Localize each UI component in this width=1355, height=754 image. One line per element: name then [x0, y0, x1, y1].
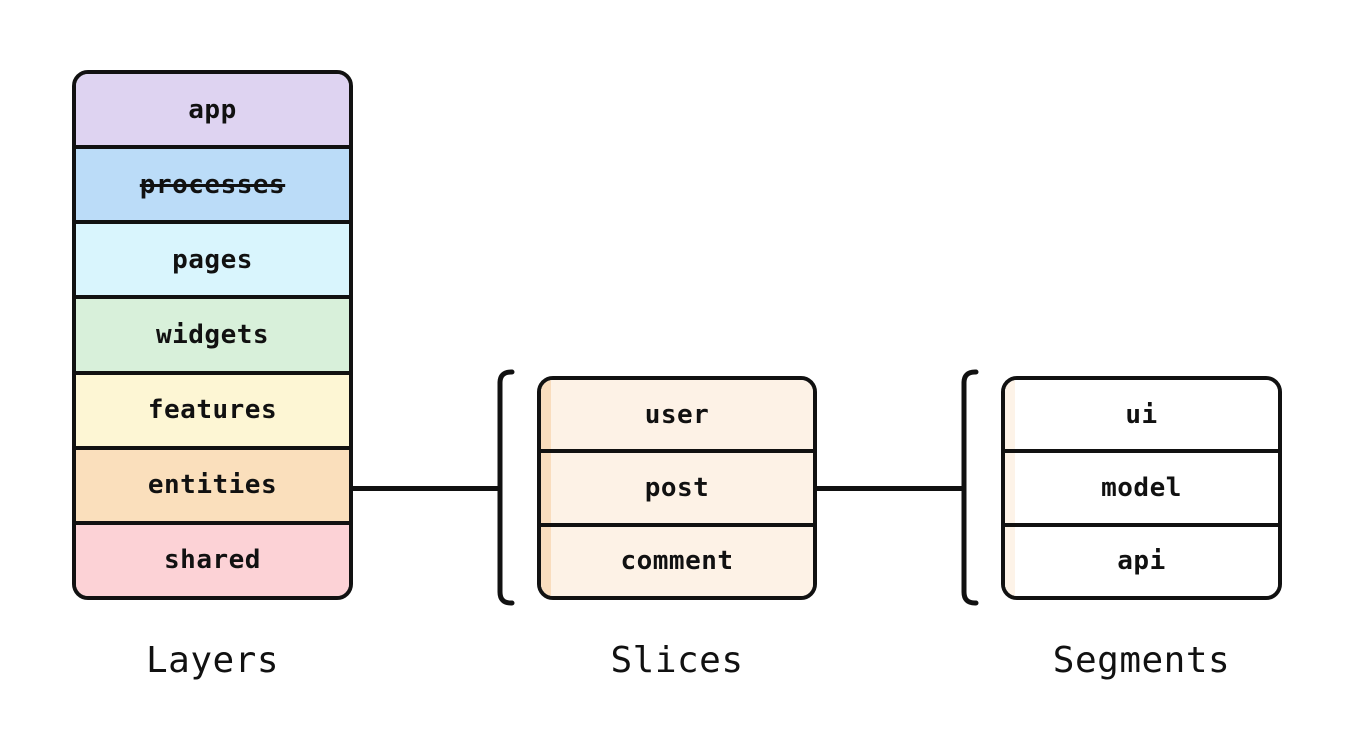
layer-label-entities: entities	[147, 470, 278, 501]
layers-stack: app processes pages widgets features ent…	[72, 70, 353, 600]
layer-row-widgets: widgets	[76, 295, 349, 371]
slice-row-accent-strip	[541, 526, 551, 596]
connector-line-entities-to-slices	[351, 486, 502, 491]
slice-row-accent-strip	[541, 453, 551, 523]
segment-row-accent-strip	[1005, 453, 1015, 523]
slice-row-post: post	[541, 449, 813, 523]
slices-caption: Slices	[610, 640, 744, 681]
slice-row-accent-strip	[541, 380, 551, 450]
segment-row-model: model	[1005, 449, 1278, 523]
layers-caption: Layers	[145, 640, 280, 681]
bracket-icon	[961, 369, 979, 606]
connector-line-slices-to-segments	[815, 486, 966, 491]
layer-row-app: app	[76, 74, 349, 146]
slice-label-post: post	[644, 472, 710, 503]
layer-row-pages: pages	[76, 220, 349, 296]
layer-label-features: features	[147, 395, 278, 426]
layer-label-shared: shared	[164, 545, 261, 576]
segment-row-ui: ui	[1005, 380, 1278, 450]
slice-label-user: user	[644, 399, 710, 430]
layer-label-widgets: widgets	[155, 319, 270, 350]
segment-row-accent-strip	[1005, 380, 1015, 450]
layer-row-entities: entities	[76, 445, 349, 521]
segment-label-model: model	[1101, 472, 1182, 503]
segment-label-ui: ui	[1125, 399, 1158, 430]
layer-label-app: app	[188, 94, 237, 125]
segments-stack: ui model api	[1001, 376, 1282, 600]
slice-row-comment: comment	[541, 522, 813, 596]
segment-row-accent-strip	[1005, 526, 1015, 596]
segment-label-api: api	[1117, 546, 1166, 577]
segment-row-api: api	[1005, 522, 1278, 596]
slices-stack: user post comment	[537, 376, 817, 600]
layer-label-pages: pages	[172, 244, 253, 275]
slice-label-comment: comment	[620, 546, 734, 577]
layer-row-processes: processes	[76, 145, 349, 221]
layer-label-processes: processes	[139, 169, 286, 200]
segments-caption: Segments	[1052, 640, 1231, 681]
layer-row-features: features	[76, 370, 349, 446]
layer-row-shared: shared	[76, 520, 349, 596]
bracket-icon	[497, 369, 515, 606]
slice-row-user: user	[541, 380, 813, 450]
